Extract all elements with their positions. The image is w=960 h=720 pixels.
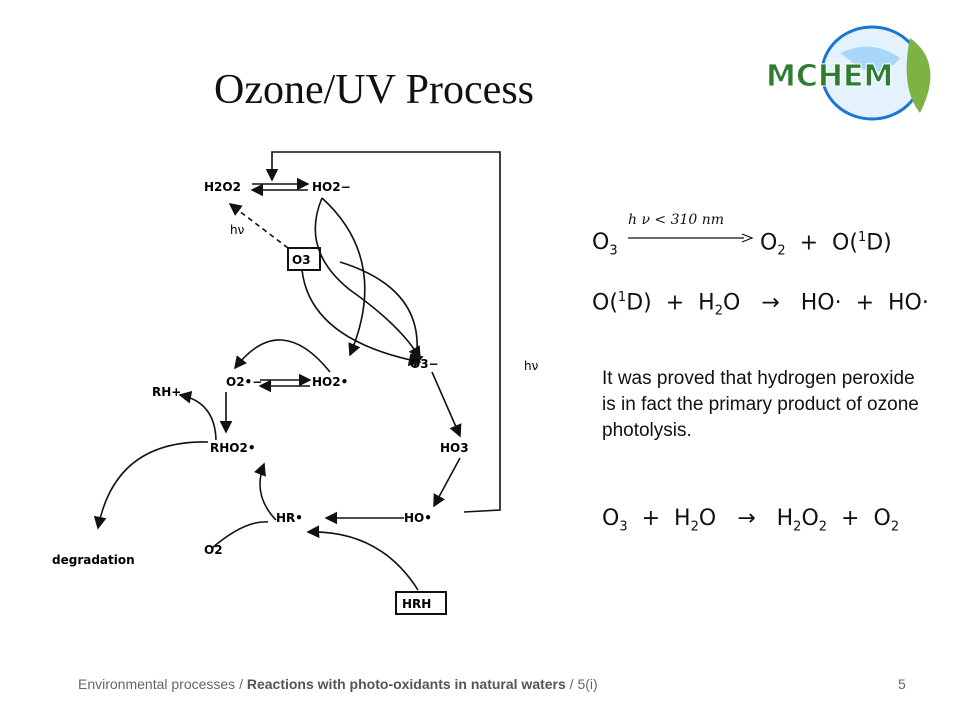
- node-h2o2: H2O2: [204, 180, 241, 194]
- eq3-a: O: [602, 506, 620, 531]
- node-ho3: HO3: [440, 441, 469, 455]
- node-ho2-minus: HO2−: [312, 180, 351, 194]
- eq2-plus1: +: [665, 290, 685, 316]
- eq3-a-sub: 3: [619, 519, 628, 535]
- eq2-lhs: O(: [592, 290, 618, 316]
- eq3-d-sub: 2: [890, 519, 900, 535]
- hrh-box: [395, 591, 447, 615]
- eq1-rhs2-end: D): [866, 230, 892, 256]
- footer-breadcrumb: Environmental processes / Reactions with…: [78, 676, 598, 692]
- footer-bold: Reactions with photo-oxidants in natural…: [246, 676, 566, 692]
- eq1-lhs: O: [592, 230, 610, 255]
- eq3-b-end: O: [698, 506, 717, 531]
- eq2-arrow: →: [761, 290, 780, 316]
- eq3-b-sub: 2: [690, 519, 699, 535]
- eq2-reagent-sub: 2: [714, 303, 723, 319]
- slide-title: Ozone/UV Process: [214, 67, 535, 113]
- mchem-logo: MCHEM: [766, 25, 931, 121]
- node-o2-radical: O2•−: [226, 375, 262, 389]
- node-hv-right: hν: [524, 359, 539, 373]
- equation-ozone-water: O3 + H2O → H2O2 + O2: [602, 506, 899, 534]
- eq1-plus: +: [799, 230, 819, 256]
- eq3-plus2: +: [841, 506, 860, 531]
- node-ho: HO•: [404, 511, 432, 525]
- eq3-arrow: →: [737, 506, 756, 531]
- node-hrh: HRH: [402, 597, 431, 611]
- eq1-rhs1-sub: 2: [777, 243, 786, 259]
- leaf-icon: [906, 38, 931, 113]
- eq1-condition: h ν < 310 nm: [628, 212, 725, 228]
- node-hr: HR•: [276, 511, 303, 525]
- eq1-arrow: [628, 233, 754, 243]
- node-o3: O3: [292, 253, 311, 267]
- node-rh-plus: RH+: [152, 385, 181, 399]
- equation-singlet-oxygen-water: O(1D) + H2O → HO· + HO·: [592, 290, 929, 319]
- eq2-lhs-end: D): [626, 290, 652, 316]
- eq2-product2: HO·: [888, 290, 929, 316]
- node-o3-minus: O3−: [410, 357, 439, 371]
- footer-prefix: Environmental processes /: [78, 676, 247, 692]
- footer-suffix: / 5(i): [565, 676, 598, 692]
- eq2-product1: HO·: [800, 290, 842, 316]
- eq1-rhs2: O(: [832, 230, 858, 256]
- eq1-rhs2-sup: 1: [857, 230, 867, 245]
- eq3-plus1: +: [641, 506, 661, 531]
- o3-box: [287, 247, 321, 271]
- node-degradation: degradation: [52, 553, 135, 567]
- eq3-c-sub1: 2: [793, 519, 802, 535]
- node-rho2: RHO2•: [210, 441, 256, 455]
- eq1-lhs-sub: 3: [609, 243, 618, 259]
- eq3-c-mid: O: [801, 506, 819, 531]
- eq3-c: H: [776, 506, 794, 531]
- logo-text: MCHEM: [766, 59, 893, 94]
- page-number: 5: [898, 676, 906, 692]
- ozone-uv-mechanism-diagram: H2O2 HO2− hν O3 O2•− HO2• O3− RH+ RHO2• …: [52, 151, 539, 615]
- node-ho2-radical: HO2•: [312, 375, 348, 389]
- eq3-c-sub2: 2: [818, 519, 828, 535]
- eq2-reagent-end: O: [722, 290, 741, 316]
- eq2-plus2: +: [855, 290, 875, 316]
- node-hv: hν: [230, 223, 245, 237]
- eq3-d: O: [873, 506, 891, 531]
- eq2-reagent: H: [698, 290, 715, 316]
- note-text: It was proved that hydrogen peroxide is …: [602, 368, 919, 441]
- eq3-b: H: [674, 506, 691, 531]
- eq2-lhs-sup: 1: [617, 290, 627, 305]
- eq1-rhs1: O: [760, 230, 778, 256]
- node-o2: O2: [204, 543, 223, 557]
